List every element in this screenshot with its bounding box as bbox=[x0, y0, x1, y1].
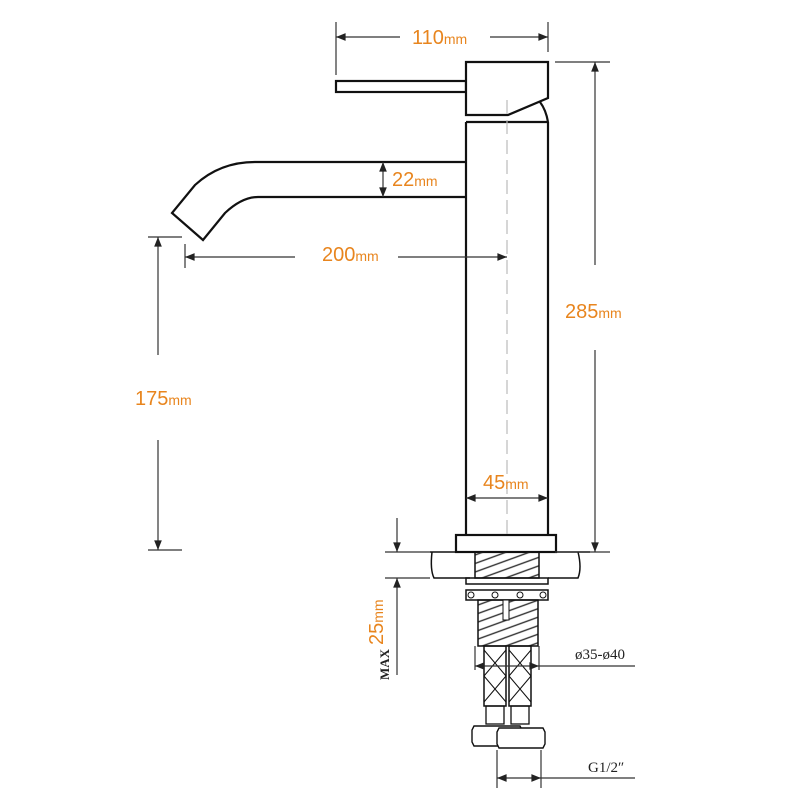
hole-diameter-label: ø35-ø40 bbox=[575, 647, 625, 663]
faucet-outline bbox=[170, 60, 590, 749]
connection-thread-label: G1/2″ bbox=[588, 760, 625, 776]
max-prefix-label: MAX bbox=[377, 648, 392, 680]
spout-height-label: 175mm bbox=[135, 388, 192, 410]
dimension-lines bbox=[148, 22, 635, 788]
spout-diameter-label: 22mm bbox=[392, 169, 438, 191]
body-diameter-label: 45mm bbox=[483, 472, 529, 494]
total-height-label: 285mm bbox=[565, 301, 622, 323]
handle-length-label: 110mm bbox=[412, 27, 468, 49]
max-deck-thickness-label: 25mm bbox=[366, 599, 388, 645]
spout-reach-label: 200mm bbox=[322, 244, 379, 266]
